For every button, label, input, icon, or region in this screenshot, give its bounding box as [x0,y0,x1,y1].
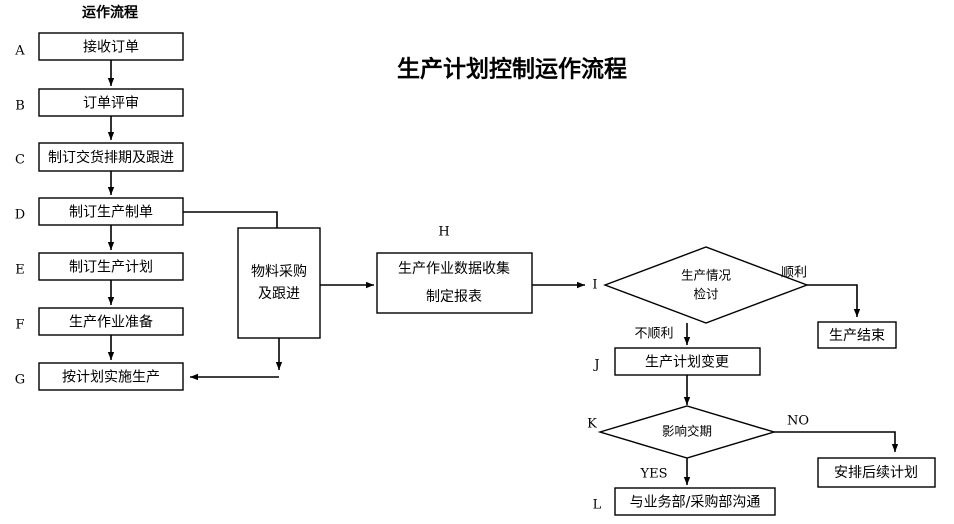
node-e-label: 制订生产计划 [69,260,153,276]
node-a-box[interactable] [38,32,184,61]
node-l-label: 与业务部/采购部沟通 [630,495,761,511]
page-title: 生产计划控制运作流程 [397,56,627,83]
node-followup-box[interactable] [817,457,936,488]
edge-label-yes: YES [640,467,668,482]
node-material-box[interactable] [237,227,321,339]
node-l-id: L [593,498,602,513]
node-d-label: 制订生产制单 [69,205,153,221]
node-k-id: K [587,417,597,432]
node-end-label: 生产结束 [829,328,885,344]
node-h-label-line2: 制定报表 [426,289,482,305]
node-j-label: 生产计划变更 [645,355,729,371]
node-i-id: I [592,278,597,293]
node-f-box[interactable] [38,307,184,336]
node-h-id: H [438,225,449,240]
node-c-box[interactable] [38,142,184,172]
node-k-label: 影响交期 [662,424,712,439]
node-i-label-line2: 检讨 [693,287,718,302]
node-followup-label: 安排后续计划 [834,464,918,481]
node-h-box[interactable] [376,252,533,314]
node-g-id: G [15,373,25,388]
node-f-label: 生产作业准备 [69,314,153,331]
edge-i-smooth [807,284,861,317]
node-j-box[interactable] [614,347,761,376]
node-e-id: E [15,263,25,278]
node-end-box[interactable] [817,321,897,349]
node-d-id: D [15,208,25,223]
node-e-box[interactable] [38,252,184,281]
node-c-id: C [15,153,25,168]
edge-label-smooth: 顺利 [781,266,807,281]
edge-k-no [774,431,899,452]
node-i-label-line1: 生产情况 [681,268,732,283]
node-b-id: B [15,99,25,114]
node-b-box[interactable] [38,88,184,117]
section-header: 运作流程 [82,4,138,21]
node-c-label: 制订交货排期及跟进 [48,149,174,166]
edge-d-to-material [183,211,278,228]
node-f-id: F [15,318,24,333]
node-h-label-line1: 生产作业数据收集 [398,260,510,277]
node-g-box[interactable] [38,362,184,391]
node-g-label: 按计划实施生产 [62,370,160,386]
edge-label-no: NO [787,414,809,429]
node-b-label: 订单评审 [83,96,139,112]
node-j-id: J [592,358,599,373]
node-a-label: 接收订单 [83,39,139,56]
node-material-label-line2: 及跟进 [258,286,300,302]
node-i-diamond[interactable] [603,246,809,324]
node-a-id: A [14,44,25,59]
node-l-box[interactable] [614,487,776,516]
edge-label-not-smooth: 不顺利 [634,327,673,342]
node-material-label-line1: 物料采购 [251,264,307,280]
